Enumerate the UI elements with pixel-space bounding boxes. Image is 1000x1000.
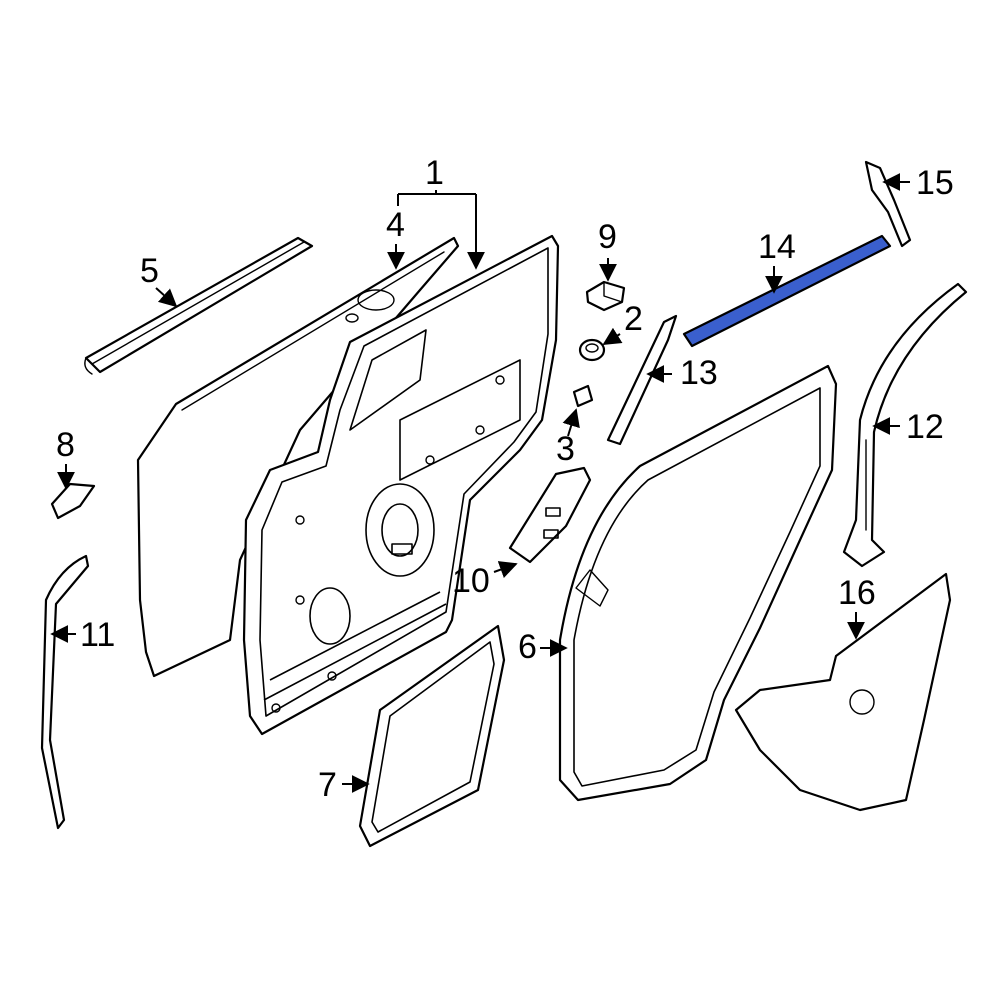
part-3-pad[interactable]	[572, 384, 594, 408]
part-6-weatherstrip[interactable]	[558, 364, 838, 802]
callout-2: 2	[602, 300, 643, 345]
part-5-belt-molding[interactable]	[84, 236, 314, 375]
callout-7: 7	[318, 766, 370, 804]
callout-1: 1	[397, 154, 476, 268]
svg-text:12: 12	[906, 408, 944, 446]
callout-16: 16	[838, 574, 876, 640]
part-1-door-shell[interactable]	[242, 234, 560, 736]
part-15-corner-piece[interactable]	[864, 160, 912, 248]
svg-text:3: 3	[556, 430, 575, 468]
part-7-glass-weatherstrip[interactable]	[358, 624, 506, 848]
callout-14: 14	[758, 228, 796, 294]
svg-text:16: 16	[838, 574, 876, 612]
svg-text:11: 11	[80, 616, 115, 654]
part-10-bracket[interactable]	[508, 466, 592, 564]
svg-text:8: 8	[56, 426, 75, 464]
callout-13: 13	[646, 354, 718, 392]
svg-text:13: 13	[680, 354, 718, 392]
callout-9: 9	[598, 218, 617, 282]
svg-text:9: 9	[598, 218, 617, 256]
svg-text:5: 5	[140, 252, 159, 290]
part-9-clip[interactable]	[585, 280, 626, 312]
svg-text:14: 14	[758, 228, 796, 266]
part-12-pillar-garnish[interactable]	[842, 282, 968, 568]
callout-8: 8	[56, 426, 75, 490]
svg-text:10: 10	[452, 562, 490, 600]
svg-text:7: 7	[318, 766, 337, 804]
part-11-run-molding[interactable]	[40, 554, 90, 830]
part-2-grommet[interactable]	[578, 338, 606, 362]
part-8-bracket[interactable]	[50, 482, 96, 520]
part-13-sash-trim[interactable]	[606, 314, 678, 446]
callout-5: 5	[140, 252, 178, 308]
callout-12: 12	[872, 408, 944, 446]
svg-text:4: 4	[386, 206, 405, 244]
svg-text:6: 6	[518, 628, 537, 666]
svg-text:1: 1	[425, 154, 444, 192]
svg-text:15: 15	[916, 164, 954, 202]
callout-3: 3	[556, 408, 580, 468]
callout-6: 6	[518, 628, 568, 666]
svg-text:2: 2	[624, 300, 643, 338]
callout-15: 15	[882, 164, 954, 202]
callout-10: 10	[452, 561, 518, 600]
callout-4: 4	[386, 206, 405, 270]
part-16-insulator[interactable]	[734, 572, 952, 812]
part-4-door-glass[interactable]	[136, 236, 460, 678]
part-14-molding-highlighted[interactable]	[682, 234, 892, 348]
callout-11: 11	[50, 616, 115, 654]
